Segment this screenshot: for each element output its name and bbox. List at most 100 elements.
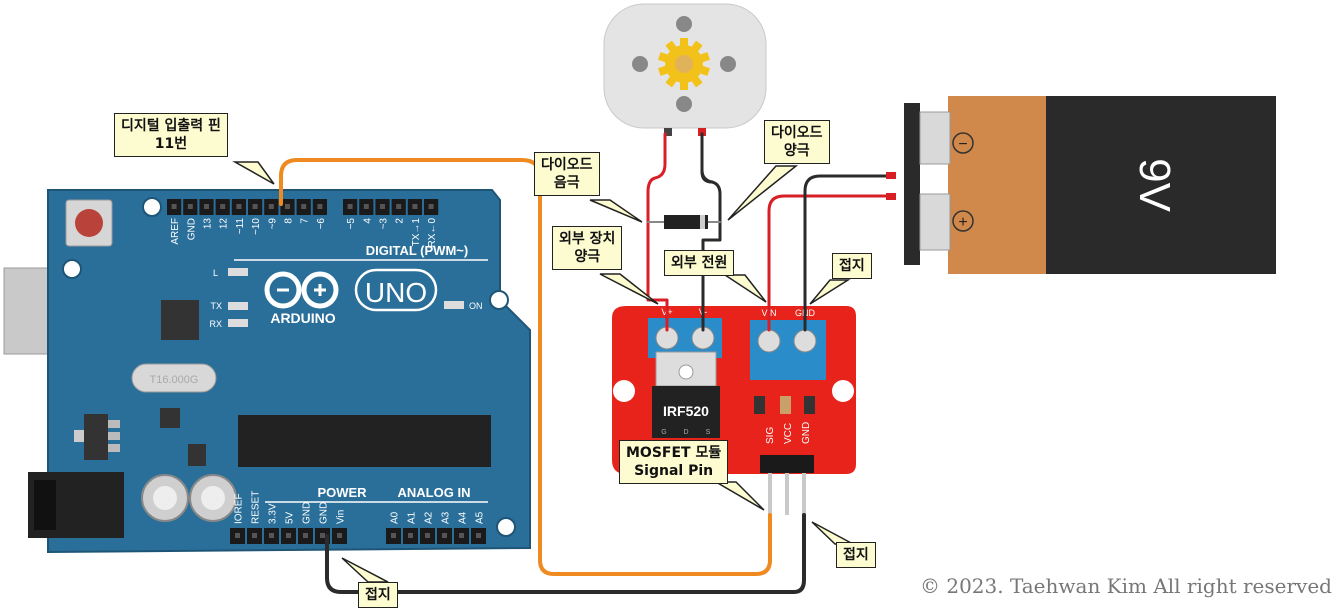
power-header-label: POWER <box>317 485 367 500</box>
pin-label: 13 <box>203 218 214 230</box>
pin-label: TX→1 <box>411 218 422 247</box>
terminal-screw <box>757 329 781 353</box>
callout-diode-cathode: 다이오드 음극 <box>534 152 600 196</box>
pin-hole <box>187 204 193 209</box>
pin-label: ~5 <box>346 218 357 230</box>
header-label-vcc: VCC <box>783 423 794 444</box>
callout-digital-pin-line1: 디지털 입출력 핀 <box>121 118 221 134</box>
motor-screw <box>676 16 692 32</box>
pin-hole <box>269 533 274 538</box>
irf520-tab-hole <box>678 364 694 380</box>
pin-label: ~6 <box>316 218 327 230</box>
pin-label: ~10 <box>251 218 262 235</box>
header-label-sig: SIG <box>765 427 776 444</box>
pin-hole <box>286 533 291 538</box>
pin-hole <box>476 533 481 538</box>
irf520-tab <box>655 351 717 387</box>
mount-hole <box>62 259 82 279</box>
callout-ground-arduino: 접지 <box>358 582 398 608</box>
pin-label: ~9 <box>267 218 278 230</box>
led-tx <box>228 302 248 310</box>
irf520-chip <box>652 386 720 438</box>
pin-hole <box>268 204 274 209</box>
pin-label: GND <box>186 218 197 240</box>
voltage-regulator <box>84 414 108 460</box>
digital-header-label: DIGITAL (PWM~) <box>366 243 468 258</box>
pin-hole <box>412 204 418 209</box>
pointer-signal-pin <box>713 481 765 511</box>
capacitor-top <box>153 486 177 510</box>
pin-label: AREF <box>170 218 181 245</box>
callout-ground-header: 접지 <box>836 542 876 568</box>
pin-label: ~11 <box>235 218 246 235</box>
uno-badge <box>354 268 438 312</box>
pin-label: 3.3V <box>268 503 279 524</box>
gear-tooth <box>680 80 688 90</box>
smd-capacitor <box>780 396 791 414</box>
callout-digital-pin-line2: 11번 <box>154 136 188 152</box>
terminal-screw <box>793 329 817 353</box>
pin-hole <box>220 204 226 209</box>
pin-label: 8 <box>284 218 295 224</box>
callout-diode-anode: 다이오드 양극 <box>764 120 830 164</box>
pin-label: GND <box>319 502 330 524</box>
atmega-chip <box>238 415 491 467</box>
pin-label: ~3 <box>379 218 390 230</box>
smd-resistor <box>804 396 815 414</box>
wire-signal-d11 <box>279 158 772 576</box>
battery-positive-terminal <box>919 193 951 251</box>
pin-hole <box>408 533 413 538</box>
pin-hole <box>171 204 177 209</box>
mount-hole <box>142 197 162 217</box>
diode-body <box>664 215 708 229</box>
dc-motor <box>603 3 767 136</box>
callout-ground-terminal-text: 접지 <box>839 258 865 274</box>
pin-hole <box>363 204 369 209</box>
battery-voltage-label: 9V <box>1130 158 1179 212</box>
wire-battery-positive <box>767 194 894 332</box>
led-on-label: ON <box>469 301 483 311</box>
pointer-digital-pin <box>232 161 275 185</box>
irf520-pin-d: D <box>683 429 688 436</box>
motor-terminal <box>698 128 706 136</box>
irf520-label: IRF520 <box>663 403 709 419</box>
positive-symbol: + <box>958 214 967 231</box>
battery-connector-plate <box>904 103 920 265</box>
wire-ground <box>325 513 806 594</box>
wire-motor-to-vminus <box>700 132 722 332</box>
irf520-pin-s: S <box>706 429 711 436</box>
header-label-gnd: GND <box>801 422 812 444</box>
pin-label: 7 <box>300 218 311 224</box>
pin-hole <box>252 204 258 209</box>
uno-label: UNO <box>365 277 427 308</box>
mount-hole <box>496 517 516 537</box>
diode-band <box>700 215 705 229</box>
pin-hole <box>204 204 209 209</box>
small-ic <box>188 444 206 466</box>
pin-hole <box>396 204 402 209</box>
pin-label: GND <box>302 502 313 524</box>
negative-symbol: − <box>958 136 967 153</box>
mount-hole <box>489 290 509 310</box>
pointer-diode-cathode <box>589 199 643 223</box>
callout-digital-pin: 디지털 입출력 핀 11번 <box>114 113 228 157</box>
pin-hole <box>285 204 290 209</box>
circuit-diagram: T16.000G L TX RX ON ARDUINO UNO <box>3 3 1276 594</box>
battery-9v: − + 9V <box>904 96 1276 274</box>
pin-label: 12 <box>219 218 230 230</box>
smd-resistor <box>754 396 765 414</box>
crystal-oscillator <box>131 363 217 393</box>
wire-battery-negative <box>803 174 894 332</box>
positive-symbol-ring <box>952 210 974 232</box>
arduino-uno-board: T16.000G L TX RX ON ARDUINO UNO <box>3 189 531 554</box>
pin-hole <box>442 533 447 538</box>
smd-part <box>74 430 84 442</box>
pin-label: 2 <box>395 218 406 224</box>
pin-hole <box>425 533 430 538</box>
gear-tooth <box>680 38 688 48</box>
callout-signal-pin: MOSFET 모듈 Signal Pin <box>619 440 729 484</box>
pin-hole <box>380 204 385 209</box>
callout-diode-anode-line2: 양극 <box>783 143 810 159</box>
